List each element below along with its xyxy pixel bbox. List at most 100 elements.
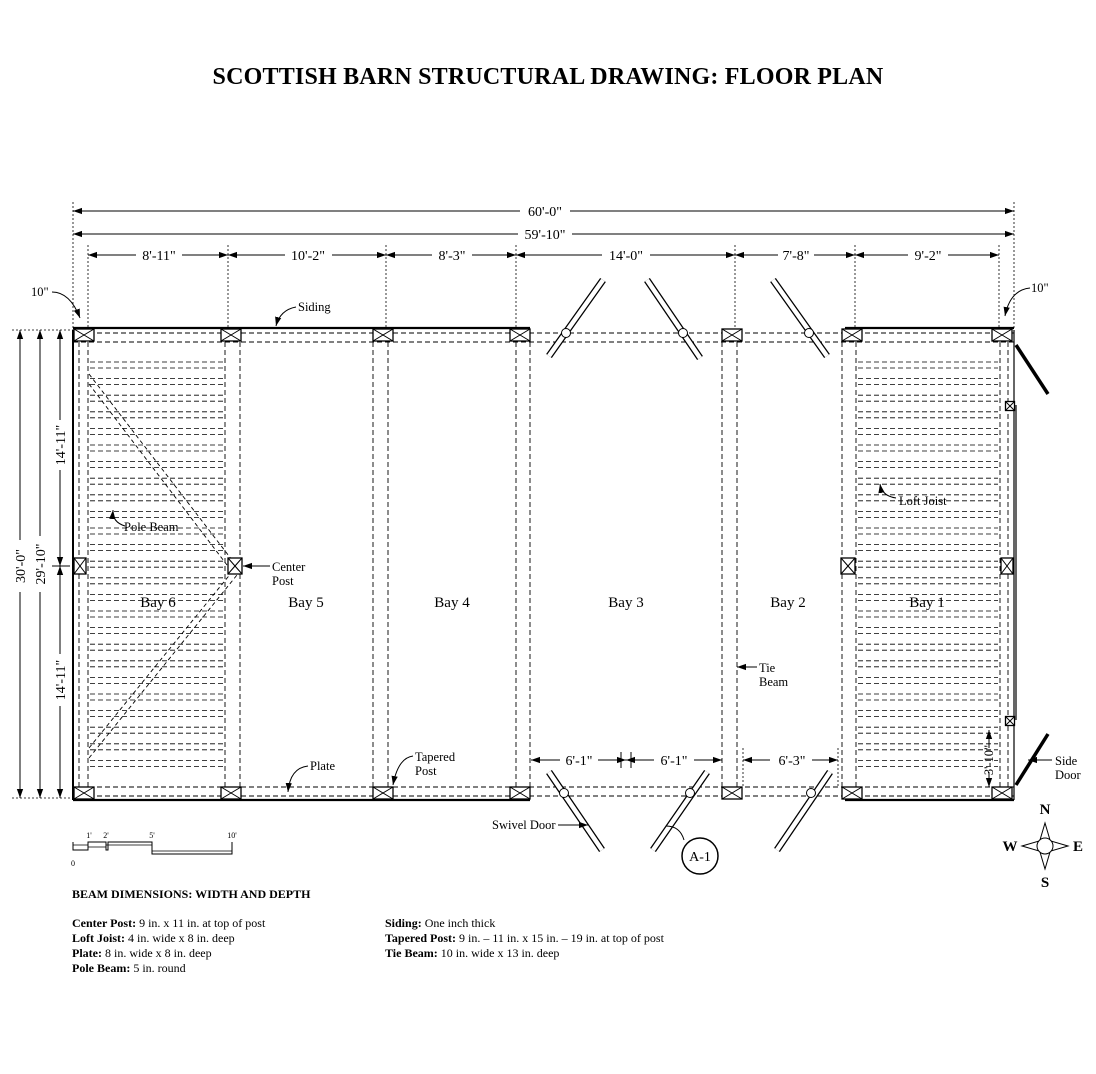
post-icon bbox=[1004, 400, 1016, 412]
legend-heading: BEAM DIMENSIONS: WIDTH AND DEPTH bbox=[72, 887, 311, 901]
legend-item: Tie Beam: 10 in. wide x 13 in. deep bbox=[385, 946, 560, 960]
legend-item: Plate: 8 in. wide x 8 in. deep bbox=[72, 946, 212, 960]
side-door bbox=[1014, 344, 1050, 786]
svg-text:60'-0": 60'-0" bbox=[528, 205, 562, 220]
svg-text:A-1: A-1 bbox=[689, 850, 711, 865]
door-dimensions bbox=[531, 730, 993, 787]
loft-joists-bay-6 bbox=[90, 361, 224, 767]
posts bbox=[73, 328, 1016, 800]
post-icon bbox=[220, 786, 242, 800]
pole-beams bbox=[88, 373, 238, 759]
tie-beam-callout: Tie bbox=[759, 661, 776, 675]
pole-beam-callout: Pole Beam bbox=[124, 520, 179, 534]
plate-callout: Plate bbox=[310, 759, 335, 773]
legend-column-left: Center Post: 9 in. x 11 in. at top of po… bbox=[72, 916, 265, 976]
post-icon bbox=[372, 786, 394, 800]
bay-5-label: Bay 5 bbox=[288, 595, 323, 611]
svg-text:14'-11": 14'-11" bbox=[54, 425, 69, 465]
post-icon bbox=[73, 557, 87, 575]
compass-north: N bbox=[1040, 802, 1051, 818]
left-dimensions bbox=[12, 329, 74, 799]
svg-text:8'-3": 8'-3" bbox=[439, 249, 466, 264]
svg-text:2': 2' bbox=[103, 831, 109, 840]
top-dimension-labels: 60'-0" 59'-10" 8'-11" 10'-2" 8'-3" 14'-0… bbox=[31, 205, 1049, 299]
post-icon bbox=[372, 328, 394, 342]
tapered-post-callout: Tapered bbox=[415, 750, 456, 764]
loft-joist-callout: Loft Joist bbox=[899, 494, 947, 508]
bay-3-label: Bay 3 bbox=[608, 595, 643, 611]
post-icon bbox=[991, 786, 1013, 800]
svg-text:10'-2": 10'-2" bbox=[291, 249, 325, 264]
swivel-door-icon bbox=[650, 770, 710, 852]
legend-item: Tapered Post: 9 in. – 11 in. x 15 in. – … bbox=[385, 931, 664, 945]
door-dimension-labels: 6'-1" 6'-1" 6'-3" 3'-10" bbox=[566, 745, 996, 775]
callout-leaders bbox=[109, 306, 1052, 841]
svg-text:30'-0": 30'-0" bbox=[14, 549, 29, 583]
svg-text:Beam: Beam bbox=[759, 675, 788, 689]
loft-joists-bay-1 bbox=[858, 361, 998, 767]
svg-text:10": 10" bbox=[1031, 281, 1049, 295]
legend-item: Center Post: 9 in. x 11 in. at top of po… bbox=[72, 916, 266, 930]
scale-bar: 0 1' 2' 5' 10' bbox=[71, 831, 237, 868]
legend-item: Loft Joist: 4 in. wide x 8 in. deep bbox=[72, 931, 235, 945]
swivel-door-icon bbox=[774, 770, 833, 852]
top-dimensions bbox=[51, 202, 1031, 330]
bay-labels: Bay 6 Bay 5 Bay 4 Bay 3 Bay 2 Bay 1 bbox=[140, 595, 944, 611]
svg-text:9'-2": 9'-2" bbox=[915, 249, 942, 264]
swivel-door-icon bbox=[644, 278, 703, 360]
legend-column-right: Siding: One inch thick Tapered Post: 9 i… bbox=[385, 916, 664, 961]
legend-item: Siding: One inch thick bbox=[385, 916, 496, 930]
center-post-callout: Center bbox=[272, 560, 306, 574]
section-reference-a1: A-1 bbox=[681, 837, 719, 875]
svg-text:8'-11": 8'-11" bbox=[142, 249, 175, 264]
post-icon bbox=[1004, 715, 1016, 727]
drawing-title: SCOTTISH BARN STRUCTURAL DRAWING: FLOOR … bbox=[212, 64, 884, 90]
svg-text:0: 0 bbox=[71, 859, 75, 868]
post-icon bbox=[73, 786, 95, 800]
post-icon bbox=[227, 557, 243, 575]
svg-text:14'-11": 14'-11" bbox=[54, 660, 69, 700]
swivel-door-icon bbox=[770, 277, 830, 359]
post-icon bbox=[1000, 557, 1014, 575]
bay-1-label: Bay 1 bbox=[909, 595, 944, 611]
post-icon bbox=[841, 786, 863, 800]
siding-callout: Siding bbox=[298, 300, 331, 314]
svg-text:Post: Post bbox=[272, 574, 294, 588]
svg-text:10": 10" bbox=[31, 285, 49, 299]
swivel-door-callout: Swivel Door bbox=[492, 818, 556, 832]
svg-text:Door: Door bbox=[1055, 768, 1082, 782]
svg-text:1': 1' bbox=[86, 831, 92, 840]
post-icon bbox=[509, 786, 531, 800]
callout-labels: Siding Loft Joist Pole Beam Center Post … bbox=[124, 300, 1082, 832]
post-icon bbox=[220, 328, 242, 342]
svg-text:Post: Post bbox=[415, 764, 437, 778]
bay-4-label: Bay 4 bbox=[434, 595, 470, 611]
left-dimension-labels: 30'-0" 29'-10" 14'-11" 14'-11" bbox=[14, 425, 69, 700]
svg-text:3'-10": 3'-10" bbox=[982, 745, 996, 775]
post-icon bbox=[73, 328, 95, 342]
legend-item: Pole Beam: 5 in. round bbox=[72, 961, 186, 975]
svg-text:7'-8": 7'-8" bbox=[783, 249, 810, 264]
post-icon bbox=[721, 786, 743, 800]
swivel-door-icon bbox=[546, 770, 605, 852]
svg-text:6'-3": 6'-3" bbox=[779, 754, 806, 769]
post-icon bbox=[509, 328, 531, 342]
svg-text:59'-10": 59'-10" bbox=[525, 228, 566, 243]
swivel-doors bbox=[546, 277, 833, 852]
svg-text:14'-0": 14'-0" bbox=[609, 249, 643, 264]
bay-6-label: Bay 6 bbox=[140, 595, 176, 611]
post-icon bbox=[841, 328, 863, 342]
compass-east: E bbox=[1073, 839, 1083, 855]
post-icon bbox=[721, 328, 743, 342]
compass-icon: N S W E bbox=[1003, 802, 1084, 891]
swivel-door-icon bbox=[546, 277, 606, 359]
svg-text:5': 5' bbox=[149, 831, 155, 840]
post-icon bbox=[840, 557, 856, 575]
barn-walls bbox=[72, 326, 1015, 802]
svg-text:6'-1": 6'-1" bbox=[661, 754, 688, 769]
svg-text:6'-1": 6'-1" bbox=[566, 754, 593, 769]
svg-text:29'-10": 29'-10" bbox=[34, 544, 49, 585]
side-door-callout: Side bbox=[1055, 754, 1078, 768]
svg-text:10': 10' bbox=[227, 831, 237, 840]
